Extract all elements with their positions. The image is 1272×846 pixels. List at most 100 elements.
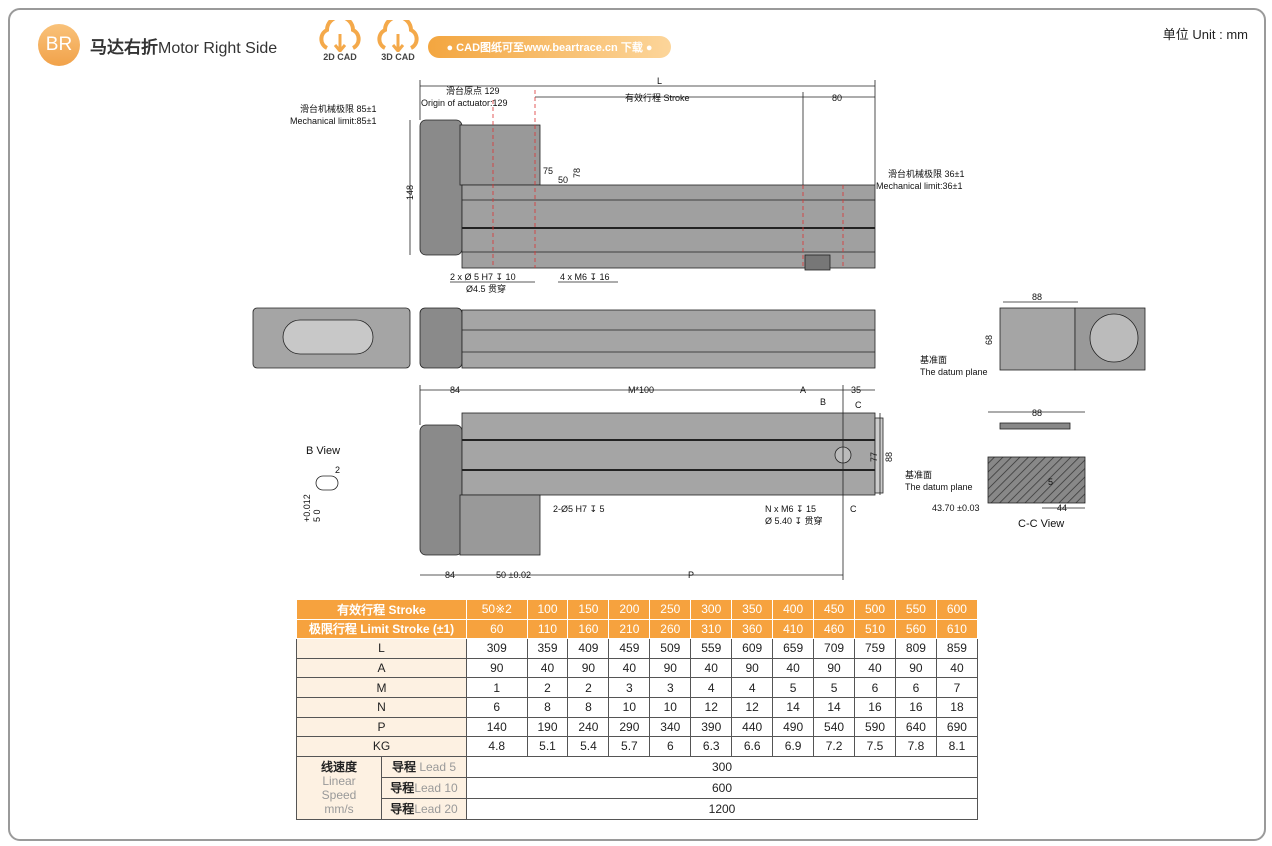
cell: 559 — [690, 638, 733, 659]
mech-limit-left-en: Mechanical limit:85±1 — [290, 116, 376, 126]
cell: 1 — [466, 677, 528, 698]
cell: 5 — [813, 677, 856, 698]
cell: 8 — [526, 696, 569, 718]
download-link[interactable]: ● CAD图纸可至www.beartrace.cn 下载 ● — [428, 36, 671, 58]
cell: 509 — [649, 638, 692, 659]
mech-limit-right-cn: 滑台机械极限 36±1 — [888, 168, 964, 179]
bot-hole-a: 2-Ø5 H7 ↧ 5 — [553, 504, 605, 514]
cell: 5.7 — [608, 736, 651, 757]
cell: 18 — [935, 696, 979, 718]
cell: 809 — [894, 638, 937, 659]
bot-label-C1: C — [855, 400, 862, 410]
cell: 609 — [731, 638, 774, 659]
cell: 510 — [854, 618, 896, 640]
cell: 300 — [690, 599, 733, 620]
cell: 100 — [526, 599, 569, 620]
hole-spec-1: 2 x Ø 5 H7 ↧ 10 — [450, 272, 516, 282]
cell: 260 — [649, 618, 692, 640]
bot-dim-35: 35 — [851, 385, 861, 395]
cell: 200 — [608, 599, 651, 620]
cad-3d-button[interactable]: 3D CAD — [372, 20, 424, 62]
cell: 550 — [894, 599, 937, 620]
cell: 540 — [813, 716, 856, 738]
cell: 16 — [854, 696, 896, 718]
cell: 360 — [731, 618, 774, 640]
cell: 90 — [731, 657, 774, 679]
b-view: B View 2 +0.012 5 0 — [302, 445, 340, 522]
cell: 50※2 — [466, 599, 528, 620]
cell: 560 — [894, 618, 937, 640]
cell: 459 — [608, 638, 651, 659]
cell: 6.6 — [731, 736, 774, 757]
cell: 5 — [772, 677, 815, 698]
cell: 14 — [772, 696, 815, 718]
cell: 12 — [731, 696, 774, 718]
lead-en: Lead 5 — [419, 760, 457, 775]
speed-en1: Linear — [322, 773, 356, 788]
title-en: Motor Right Side — [158, 40, 278, 57]
cell: 3 — [649, 677, 692, 698]
dim-stroke: 有效行程 Stroke — [625, 92, 690, 103]
cell: 4.8 — [466, 736, 528, 757]
side-views — [252, 301, 1146, 371]
cc-view — [987, 411, 1086, 509]
cell: 340 — [649, 716, 692, 738]
speed-value: 1200 — [466, 797, 978, 820]
cell: 290 — [608, 716, 651, 738]
row-label: A — [296, 657, 467, 679]
mech-limit-right-en: Mechanical limit:36±1 — [876, 181, 962, 191]
row-label: P — [296, 716, 467, 738]
dim-origin-en: Origin of actuator:129 — [421, 98, 508, 108]
end-datum-en: The datum plane — [920, 367, 988, 377]
bot-dim-84: 84 — [450, 385, 460, 395]
cell: 400 — [772, 599, 815, 620]
cell: 5.1 — [526, 736, 569, 757]
cad-3d-label: 3D CAD — [381, 52, 415, 62]
cell: 40 — [772, 657, 815, 679]
series-badge: BR — [38, 24, 80, 66]
speed-cn: 线速度 — [320, 759, 357, 774]
cell: 390 — [690, 716, 733, 738]
dim-75: 75 — [543, 166, 553, 176]
title-cn: 马达右折 — [90, 38, 158, 57]
b-view-tol2: 5 0 — [312, 509, 322, 522]
limit-label: 极限行程 Limit Stroke (±1) — [296, 618, 467, 640]
cc-dim-88: 88 — [1032, 408, 1042, 418]
lead-en: Lead 20 — [414, 802, 458, 817]
speed-value: 300 — [466, 755, 978, 778]
stroke-label: 有效行程 Stroke — [296, 599, 467, 620]
cell: 14 — [813, 696, 856, 718]
cell: 3 — [608, 677, 651, 698]
bot-label-C2: C — [850, 504, 857, 514]
cc-view-title: C-C View — [1018, 518, 1064, 530]
hole-spec-2: Ø4.5 贯穿 — [466, 283, 506, 294]
cell: 16 — [894, 696, 937, 718]
cell: 610 — [935, 618, 979, 640]
cell: 90 — [567, 657, 610, 679]
cell: 4 — [731, 677, 774, 698]
cell: 2 — [526, 677, 569, 698]
lead-cn: 导程 — [391, 760, 416, 775]
dim-50: 50 — [558, 175, 568, 185]
bot-label-B: B — [820, 397, 826, 407]
cell: 160 — [567, 618, 610, 640]
cell: 709 — [813, 638, 856, 659]
page-title: 马达右折Motor Right Side — [90, 33, 277, 58]
cell: 590 — [854, 716, 896, 738]
cell: 600 — [935, 599, 979, 620]
cell: 409 — [567, 638, 610, 659]
cad-2d-label: 2D CAD — [323, 52, 357, 62]
bot-dim-84b: 84 — [445, 570, 455, 580]
cad-2d-button[interactable]: 2D CAD — [314, 20, 366, 62]
cell: 309 — [466, 638, 528, 659]
speed-value: 600 — [466, 776, 978, 799]
